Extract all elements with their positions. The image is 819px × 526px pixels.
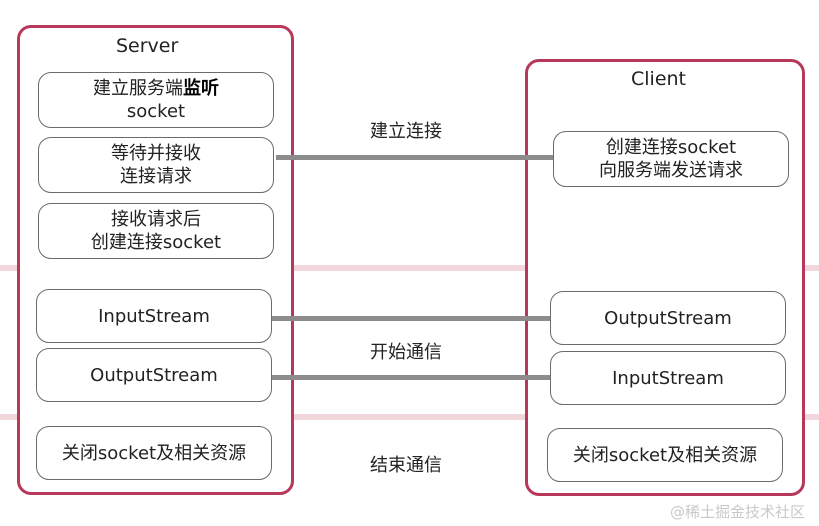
client-title: Client	[631, 68, 687, 90]
phase-separator-2	[0, 414, 819, 420]
server-step-listen-bold: 监听	[183, 78, 219, 99]
watermark: @稀土掘金技术社区	[669, 503, 805, 521]
server-inputstream: InputStream	[36, 289, 272, 343]
connect-line	[276, 155, 554, 160]
server-step-wait: 等待并接收 连接请求	[38, 137, 274, 193]
server-step-accept-line2: 创建连接socket	[90, 232, 222, 253]
server-title: Server	[116, 35, 179, 57]
client-outputstream-label: OutputStream	[604, 307, 732, 329]
server-outputstream-label: OutputStream	[90, 364, 218, 386]
input-output-line	[272, 316, 552, 321]
server-step-listen-line1: 建立服务端监听	[93, 77, 219, 100]
client-outputstream: OutputStream	[550, 291, 786, 345]
server-step-listen-line2: socket	[126, 101, 186, 122]
client-step-connect-line2: 向服务端发送请求	[599, 160, 743, 181]
server-inputstream-label: InputStream	[98, 305, 210, 327]
phase-label-communicate: 开始通信	[370, 342, 442, 363]
client-close-label: 关闭socket及相关资源	[572, 444, 758, 466]
server-step-accept: 接收请求后 创建连接socket	[38, 203, 274, 259]
phase-label-finish: 结束通信	[370, 455, 442, 476]
server-step-wait-line1: 等待并接收	[111, 143, 201, 164]
client-inputstream-label: InputStream	[612, 367, 724, 389]
output-input-line	[272, 375, 552, 380]
server-close: 关闭socket及相关资源	[36, 426, 272, 480]
client-step-connect-line1: 创建连接socket	[605, 137, 737, 158]
server-close-label: 关闭socket及相关资源	[61, 442, 247, 464]
client-inputstream: InputStream	[550, 351, 786, 405]
server-step-accept-line1: 接收请求后	[111, 209, 201, 230]
phase-label-connect: 建立连接	[370, 121, 442, 142]
client-step-connect: 创建连接socket 向服务端发送请求	[553, 131, 789, 187]
server-outputstream: OutputStream	[36, 348, 272, 402]
client-close: 关闭socket及相关资源	[547, 428, 783, 482]
server-step-listen: 建立服务端监听 socket	[38, 72, 274, 128]
phase-separator-1	[0, 265, 819, 271]
server-step-listen-text: 建立服务端	[93, 78, 183, 99]
server-step-wait-line2: 连接请求	[120, 166, 192, 187]
